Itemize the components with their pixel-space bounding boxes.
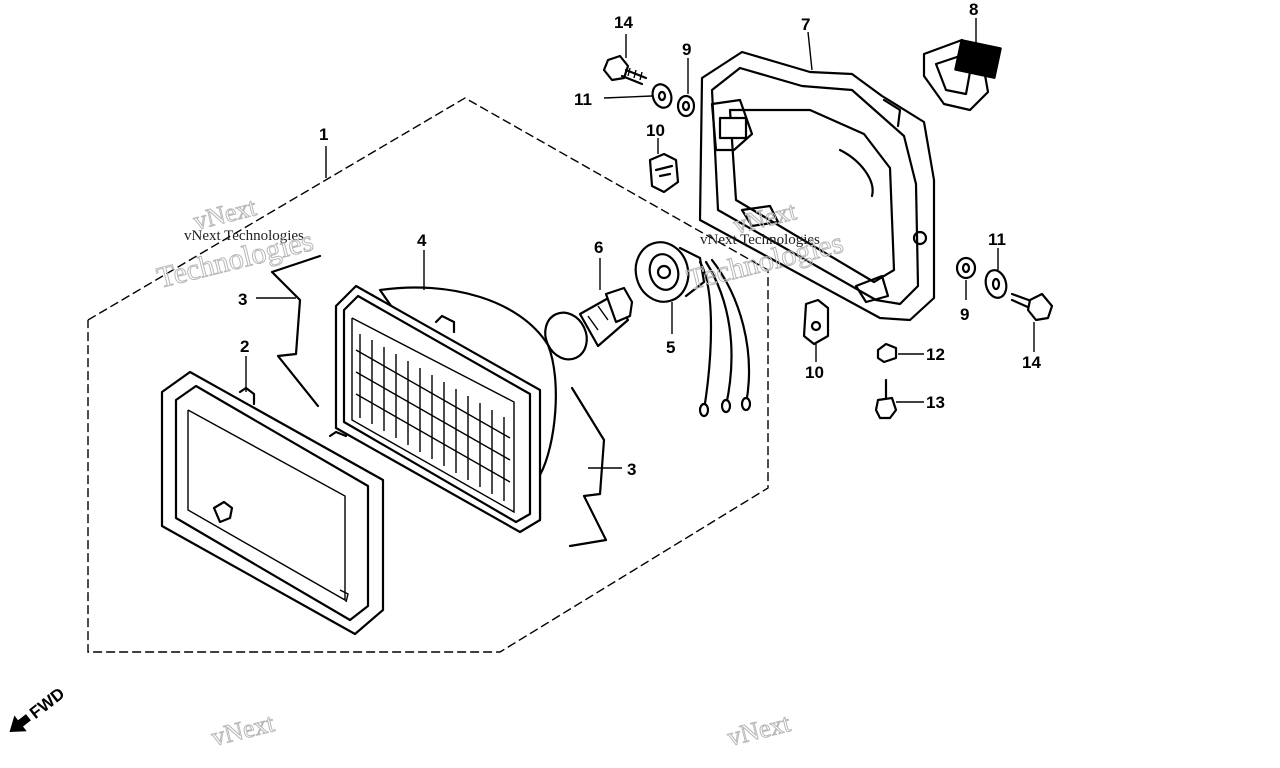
callout-6: 6 xyxy=(594,238,603,257)
svg-text:vNext Technologies: vNext Technologies xyxy=(700,232,820,248)
callout-8: 8 xyxy=(969,0,978,19)
screw[interactable] xyxy=(874,378,898,420)
assembly-boundary xyxy=(87,97,769,653)
callout-10-upper: 10 xyxy=(646,121,665,140)
clip-nut-right[interactable] xyxy=(802,298,830,346)
callout-4: 4 xyxy=(417,231,427,250)
callout-7: 7 xyxy=(801,15,810,34)
callout-9-right: 9 xyxy=(960,305,969,324)
callout-14-upper: 14 xyxy=(614,13,633,32)
cap-nut[interactable] xyxy=(876,342,898,364)
collar-right[interactable] xyxy=(955,256,977,280)
grommet[interactable] xyxy=(922,38,1002,112)
leader-lines xyxy=(245,18,1035,469)
bulb-socket[interactable] xyxy=(629,236,752,418)
callout-14-right: 14 xyxy=(1022,353,1041,372)
bolt-right[interactable] xyxy=(1010,292,1054,322)
svg-text:vNext Technologies: vNext Technologies xyxy=(184,228,304,244)
callout-3-lower: 3 xyxy=(627,460,636,479)
spring-lower[interactable] xyxy=(568,386,608,548)
watermark-bottom-center: vNext xyxy=(724,708,794,753)
watermark-bottom-left: vNext xyxy=(208,708,278,753)
callout-1: 1 xyxy=(319,125,328,144)
fwd-arrow-icon xyxy=(9,714,31,733)
spring-upper[interactable] xyxy=(270,254,322,408)
fwd-indicator: FWD xyxy=(9,684,68,733)
headlight-rim[interactable] xyxy=(160,370,385,636)
callout-2: 2 xyxy=(240,337,249,356)
callout-5: 5 xyxy=(666,338,675,357)
clip-nut-upper[interactable] xyxy=(648,152,680,194)
callout-11-right: 11 xyxy=(988,230,1006,249)
callout-10-right: 10 xyxy=(805,363,824,382)
washer-right[interactable] xyxy=(983,268,1010,300)
callout-11-upper: 11 xyxy=(574,90,592,109)
fwd-label: FWD xyxy=(26,684,68,723)
bolt-upper[interactable] xyxy=(602,54,648,86)
callout-9-upper: 9 xyxy=(682,40,691,59)
bulb[interactable] xyxy=(538,286,634,366)
headlight-case[interactable] xyxy=(698,50,936,322)
svg-text:vNext: vNext xyxy=(208,708,277,752)
washer-upper[interactable] xyxy=(649,82,674,111)
callout-3-upper: 3 xyxy=(238,290,247,309)
watermark-left: vNext Technologies vNext Technologies xyxy=(153,192,317,296)
collar-upper[interactable] xyxy=(676,94,696,118)
callout-13: 13 xyxy=(926,393,945,412)
callout-12: 12 xyxy=(926,345,945,364)
lens-texture xyxy=(355,334,511,501)
sealed-beam-lens[interactable] xyxy=(328,284,557,534)
svg-text:vNext: vNext xyxy=(724,708,793,752)
